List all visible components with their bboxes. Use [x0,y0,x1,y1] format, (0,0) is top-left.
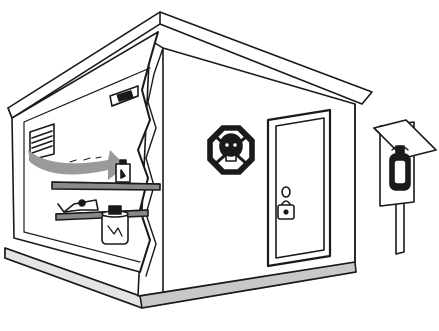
door [268,110,330,266]
small-container-icon [116,160,130,182]
chemical-jug-icon [102,206,128,244]
upper-shelf [52,182,160,190]
skull-crossbones-octagon-icon [208,126,254,174]
